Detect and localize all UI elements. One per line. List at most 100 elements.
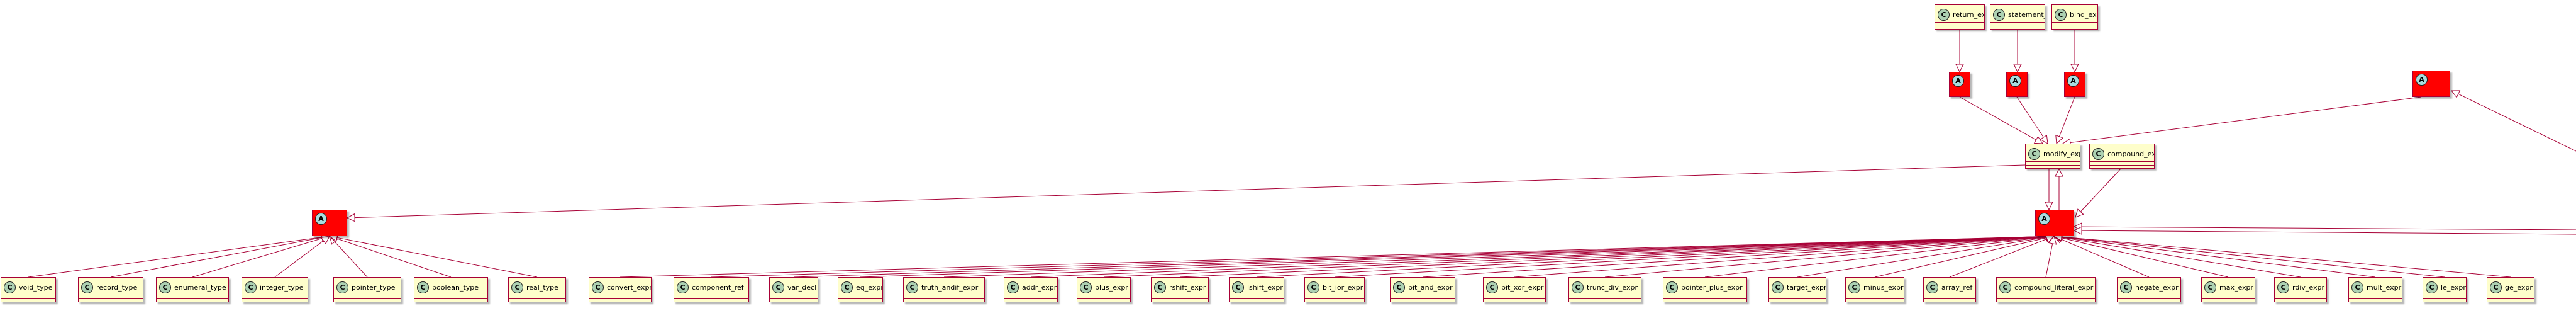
class-convert-expr[interactable]: C convert_expr [589, 277, 652, 302]
class-component-ref[interactable]: C component_ref [674, 277, 749, 302]
abstract-node-c[interactable]: A [2064, 72, 2085, 97]
class-badge-icon: C [2277, 281, 2289, 293]
class-badge-icon: C [1999, 281, 2011, 293]
class-badge-icon: C [2351, 281, 2363, 293]
class-badge-icon: C [592, 281, 604, 293]
class-label: lshift_expr [1247, 283, 1283, 292]
class-void-type[interactable]: C void_type [1, 277, 56, 302]
class-label: bit_and_expr [1408, 283, 1453, 292]
class-label: statement_list [2008, 10, 2045, 19]
class-rshift-expr[interactable]: C rshift_expr [1151, 277, 1209, 302]
inheritance-line [860, 236, 2047, 278]
class-badge-icon: C [677, 281, 689, 293]
inheritance-line [711, 236, 2047, 278]
inheritance-line [1334, 236, 2047, 278]
class-ge-expr[interactable]: C ge_expr [2487, 277, 2534, 302]
class-badge-icon: C [1666, 281, 1678, 293]
class-label: rdiv_expr [2292, 283, 2324, 292]
inheritance-line [2061, 237, 2301, 278]
inheritance-arrowhead [2040, 134, 2048, 144]
inheritance-line [28, 237, 323, 278]
class-label: real_type [526, 283, 558, 292]
class-badge-icon: C [1080, 281, 1092, 293]
abstract-expr-base[interactable]: A [2035, 210, 2074, 236]
class-plus-expr[interactable]: C plus_expr [1077, 277, 1131, 302]
abstract-badge-icon: A [2067, 75, 2079, 87]
class-badge-icon: C [1307, 281, 1319, 293]
class-label: rshift_expr [1169, 283, 1206, 292]
class-boolean-type[interactable]: C boolean_type [414, 277, 488, 302]
class-badge-icon: C [1232, 281, 1244, 293]
class-real-type[interactable]: C real_type [508, 277, 566, 302]
class-enumeral-type[interactable]: C enumeral_type [156, 277, 229, 302]
class-return-expr[interactable]: C return_expr [1935, 4, 1985, 30]
class-eq-expr[interactable]: C eq_expr [838, 277, 883, 302]
class-bit-xor-expr[interactable]: C bit_xor_expr [1483, 277, 1546, 302]
class-bind-expr[interactable]: C bind_expr [2051, 4, 2098, 30]
inheritance-line [2061, 237, 2229, 278]
class-badge-icon: C [1572, 281, 1584, 293]
abstract-badge-icon: A [2416, 74, 2428, 86]
class-var-decl[interactable]: C var_decl [769, 277, 818, 302]
class-target-expr[interactable]: C target_expr [1768, 277, 1826, 302]
class-compound-literal-expr[interactable]: C compound_literal_expr [1996, 277, 2096, 302]
abstract-badge-icon: A [2038, 213, 2050, 225]
class-badge-icon: C [2426, 281, 2438, 293]
class-le-expr[interactable]: C le_expr [2423, 277, 2467, 302]
class-label: minus_expr [1863, 283, 1904, 292]
class-badge-icon: C [2092, 147, 2104, 160]
class-label: return_expr [1953, 10, 1984, 19]
class-badge-icon: C [336, 281, 348, 293]
abstract-node-b[interactable]: A [2006, 72, 2028, 97]
inheritance-arrowhead [2450, 90, 2461, 98]
class-label: max_expr [2219, 283, 2254, 292]
abstract-type-base[interactable]: A [312, 210, 347, 236]
class-label: compound_expr [2107, 149, 2154, 158]
class-badge-icon: C [1393, 281, 1405, 293]
class-badge-icon: C [1993, 8, 2005, 21]
class-record-type[interactable]: C record_type [78, 277, 143, 302]
inheritance-line [1949, 238, 2048, 278]
inheritance-arrowhead [2070, 64, 2079, 73]
inheritance-line [1604, 236, 2047, 278]
inheritance-arrowhead [320, 236, 330, 244]
class-label: boolean_type [432, 283, 479, 292]
class-bit-ior-expr[interactable]: C bit_ior_expr [1304, 277, 1365, 302]
class-label: ge_expr [2505, 283, 2533, 292]
inheritance-line [1797, 237, 2047, 278]
class-lshift-expr[interactable]: C lshift_expr [1229, 277, 1284, 302]
inheritance-line [336, 237, 538, 278]
class-statement-list[interactable]: C statement_list [1990, 4, 2045, 30]
inheritance-arrowhead [2013, 64, 2022, 73]
class-badge-icon: C [2120, 281, 2132, 293]
class-rdiv-expr[interactable]: C rdiv_expr [2274, 277, 2327, 302]
class-compound-expr[interactable]: C compound_expr [2089, 144, 2155, 169]
inheritance-line [943, 236, 2047, 278]
class-label: record_type [96, 283, 138, 292]
class-modify-expr[interactable]: C modify_expr [2025, 144, 2080, 169]
class-truth-andif-expr[interactable]: C truth_andif_expr [903, 277, 985, 302]
class-trunc-div-expr[interactable]: C trunc_div_expr [1568, 277, 1641, 302]
class-badge-icon: C [511, 281, 523, 293]
class-pointer-plus-expr[interactable]: C pointer_plus_expr [1663, 277, 1747, 302]
class-minus-expr[interactable]: C minus_expr [1845, 277, 1904, 302]
inheritance-line [192, 237, 323, 278]
class-array-ref[interactable]: C array_ref [1923, 277, 1976, 302]
class-negate-expr[interactable]: C negate_expr [2117, 277, 2181, 302]
class-addr-expr[interactable]: C addr_expr [1004, 277, 1058, 302]
class-badge-icon: C [2028, 147, 2040, 160]
class-mult-expr[interactable]: C mult_expr [2348, 277, 2402, 302]
inheritance-line [2458, 93, 2576, 152]
class-integer-type[interactable]: C integer_type [242, 277, 308, 302]
class-max-expr[interactable]: C max_expr [2201, 277, 2255, 302]
inheritance-line [110, 237, 323, 278]
abstract-node-a[interactable]: A [1949, 72, 1970, 97]
abstract-node-d[interactable]: A [2412, 71, 2450, 97]
class-pointer-type[interactable]: C pointer_type [333, 277, 401, 302]
inheritance-arrowhead [2073, 226, 2082, 235]
class-label: mult_expr [2367, 283, 2402, 292]
class-label: convert_expr [607, 283, 652, 292]
class-bit-and-expr[interactable]: C bit_and_expr [1390, 277, 1455, 302]
inheritance-line [274, 240, 324, 278]
inheritance-line [2058, 96, 2075, 137]
